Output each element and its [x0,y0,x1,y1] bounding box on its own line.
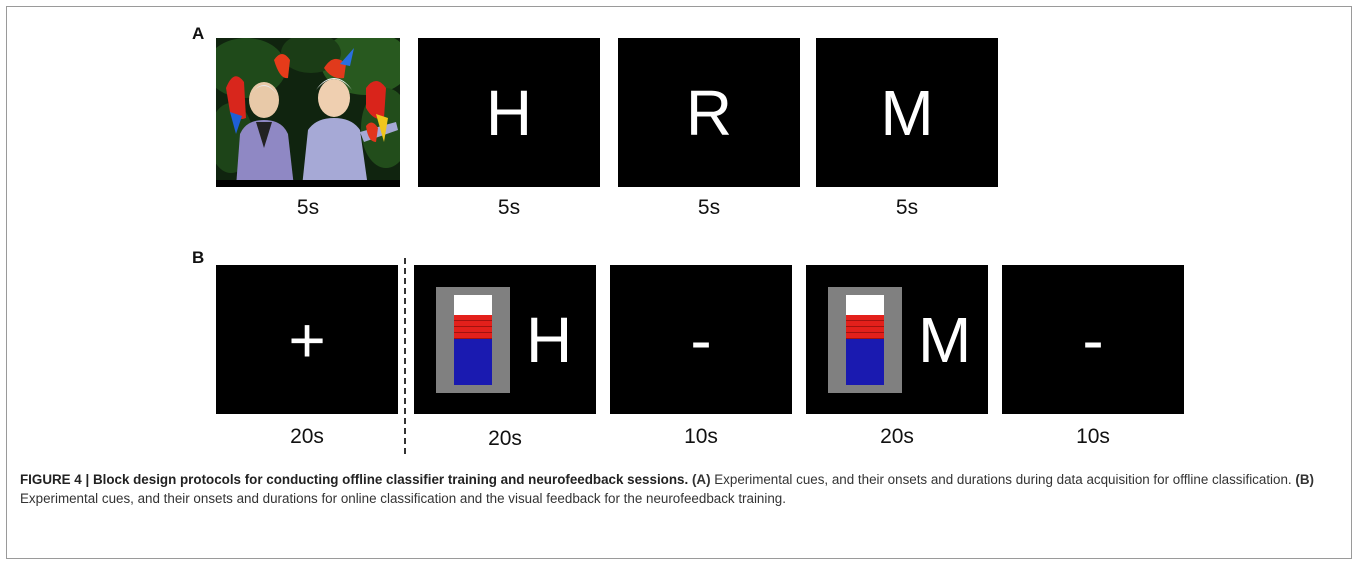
cue-screen-h: H [418,38,600,187]
rest-screen: - [1002,265,1184,414]
feedback-bar-red [846,315,884,339]
rest-dash: - [690,303,712,376]
feedback-bar [846,295,884,385]
feedback-screen-h: H [414,265,596,414]
panel-a-label: A [192,24,205,43]
duration-label: 20s [880,425,914,448]
duration-label: 10s [1076,425,1110,448]
feedback-bar-frame [436,287,510,393]
fixation-screen: + [216,265,398,414]
caption-a-text: Experimental cues, and their onsets and … [710,472,1296,487]
caption-a-marker: (A) [691,472,711,487]
duration-label: 5s [697,196,721,219]
caption-b-text: Experimental cues, and their onsets and … [20,491,786,506]
photo-cue [216,38,400,187]
duration-label: 10s [684,425,718,448]
fixation-cross: + [288,303,326,376]
cue-letter: R [685,76,733,149]
duration-label: 20s [488,427,522,450]
feedback-bar [454,295,492,385]
feedback-bar-blue [454,339,492,385]
caption-title: FIGURE 4 | Block design protocols for co… [20,472,689,487]
cue-screen-m: M [816,38,998,187]
caption-b-marker: (B) [1295,472,1314,487]
cue-screen-r: R [618,38,800,187]
rest-screen: - [610,265,792,414]
figure-frame [6,6,1352,559]
cue-letter: M [880,76,934,149]
duration-label: 20s [290,425,324,448]
cue-letter: H [485,76,533,149]
duration-label: 5s [497,196,521,219]
duration-label: 5s [296,196,320,219]
cue-letter: M [918,304,972,376]
feedback-bar-empty [454,295,492,315]
session-divider [404,258,406,454]
feedback-bar-frame [828,287,902,393]
panel-b-label: B [192,248,205,267]
figure-caption: FIGURE 4 | Block design protocols for co… [20,470,1336,508]
feedback-screen-m: M [806,265,988,414]
feedback-bar-red [454,315,492,339]
feedback-bar-blue [846,339,884,385]
photo-illustration [216,38,400,187]
feedback-bar-empty [846,295,884,315]
duration-label: 5s [895,196,919,219]
cue-letter: H [526,304,573,376]
rest-dash: - [1082,303,1104,376]
